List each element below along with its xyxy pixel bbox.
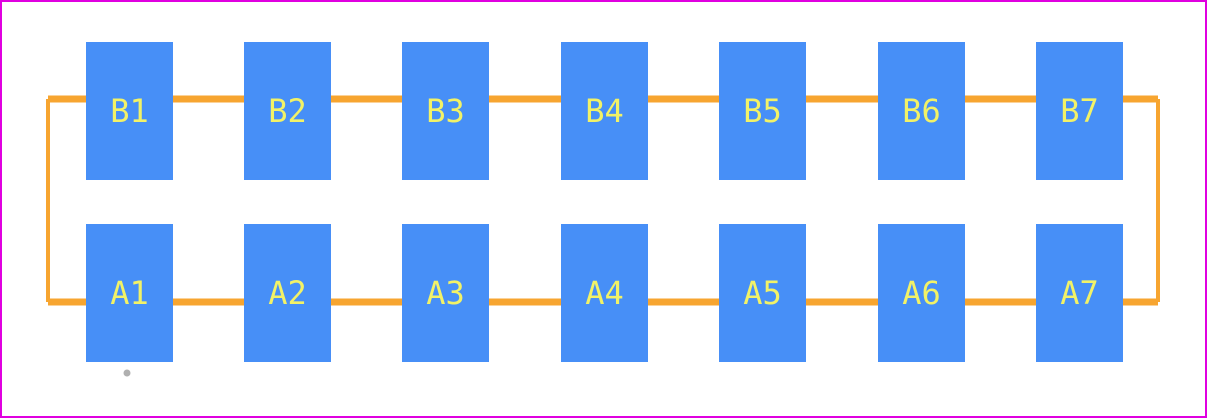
pad-b7: B7	[1036, 42, 1123, 180]
pad-b2: B2	[244, 42, 331, 180]
pad-a3: A3	[402, 224, 489, 362]
pad-shape	[86, 224, 173, 362]
origin-marker	[123, 369, 131, 377]
pad-b6: B6	[878, 42, 965, 180]
pad-label: A6	[902, 274, 941, 312]
pad-shape	[561, 224, 648, 362]
pad-shape	[86, 42, 173, 180]
pad-label: B6	[902, 92, 941, 130]
pad-shape	[878, 42, 965, 180]
pad-shape	[244, 224, 331, 362]
pad-b1: B1	[86, 42, 173, 180]
pad-shape	[1036, 224, 1123, 362]
pad-b5: B5	[719, 42, 806, 180]
pad-label: B7	[1060, 92, 1099, 130]
pad-shape	[402, 224, 489, 362]
pad-a5: A5	[719, 224, 806, 362]
pad-label: A4	[585, 274, 624, 312]
pad-label: B3	[426, 92, 465, 130]
pad-a2: A2	[244, 224, 331, 362]
pad-label: B4	[585, 92, 624, 130]
pad-label: B5	[743, 92, 782, 130]
pad-label: B2	[268, 92, 307, 130]
pad-b3: B3	[402, 42, 489, 180]
pad-shape	[244, 42, 331, 180]
pad-label: A7	[1060, 274, 1099, 312]
pad-label: A3	[426, 274, 465, 312]
pad-shape	[561, 42, 648, 180]
pad-label: A2	[268, 274, 307, 312]
pad-shape	[402, 42, 489, 180]
pad-shape	[719, 42, 806, 180]
pad-a7: A7	[1036, 224, 1123, 362]
pad-label: A1	[110, 274, 149, 312]
pad-b4: B4	[561, 42, 648, 180]
pad-a6: A6	[878, 224, 965, 362]
pad-shape	[719, 224, 806, 362]
pad-label: B1	[110, 92, 149, 130]
pad-shape	[1036, 42, 1123, 180]
pad-a1: A1	[86, 224, 173, 362]
pad-shape	[878, 224, 965, 362]
pad-a4: A4	[561, 224, 648, 362]
pad-label: A5	[743, 274, 782, 312]
